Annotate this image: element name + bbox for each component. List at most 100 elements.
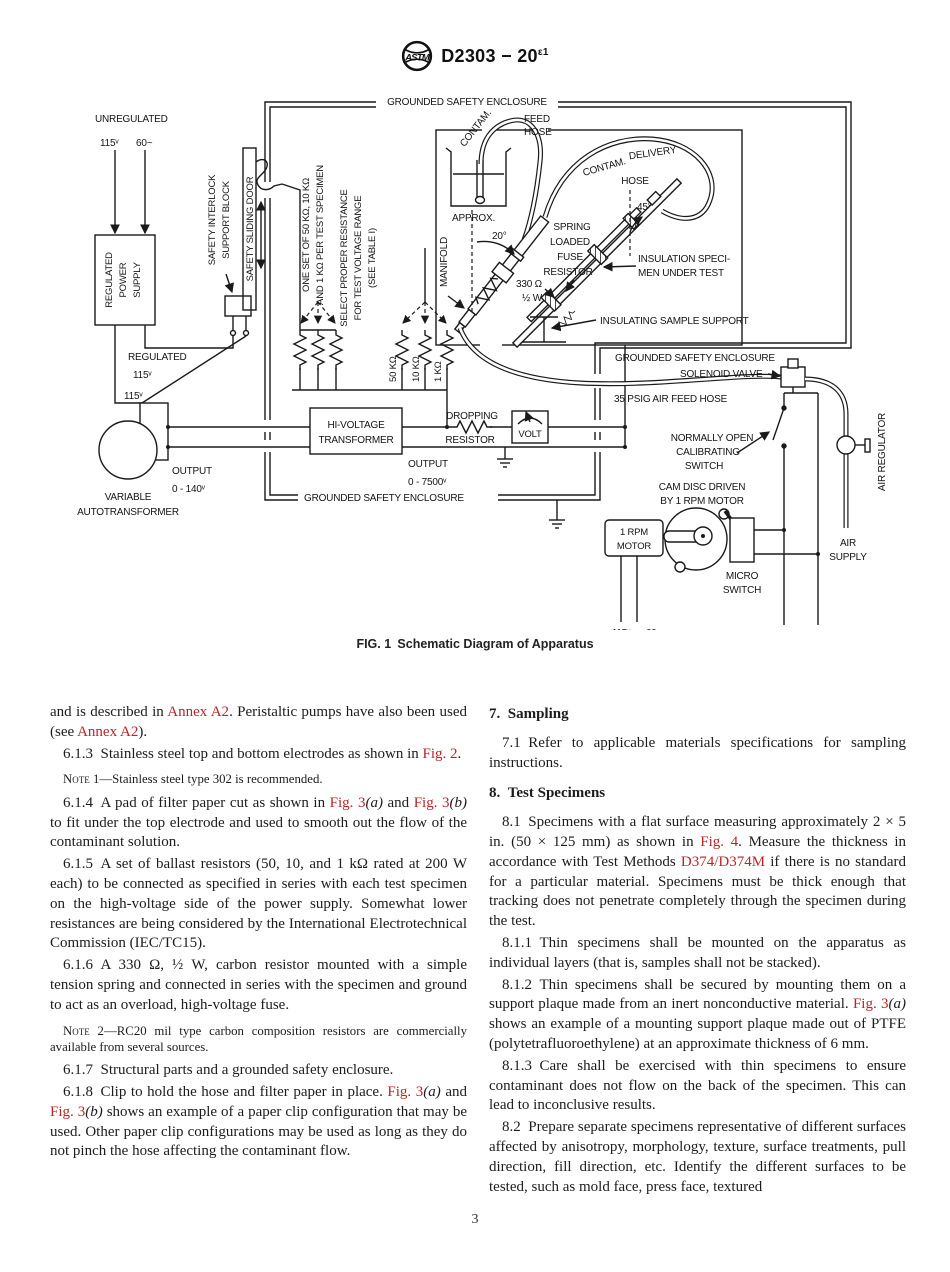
text-segment: 6.1.4 A pad of filter paper cut as shown… [63, 794, 330, 811]
text-segment: 1—Stainless steel type 302 is recommende… [89, 772, 323, 787]
label-unregulated: UNREGULATED [95, 114, 168, 125]
ref-link[interactable]: D374/D374M [680, 853, 766, 870]
ref-link[interactable]: Fig. 3 [387, 1084, 424, 1101]
text-segment: 2—RC20 mil type carbon composition resis… [50, 1023, 467, 1054]
label-regulated: REGULATED [128, 352, 187, 363]
text-segment: (a) [365, 794, 383, 811]
grounded-safety-enclosure-outline [264, 101, 852, 501]
ground-symbol [496, 452, 514, 468]
figure-caption: FIG. 1 Schematic Diagram of Apparatus [356, 637, 594, 651]
ref-link[interactable]: Fig. 4 [700, 833, 739, 850]
paragraph-8-1: 8.1 Specimens with a flat surface measur… [489, 813, 906, 932]
paragraph-6-1-6: 6.1.6 A 330 Ω, ½ W, carbon resistor moun… [50, 956, 467, 1015]
label-air-regulator: AIR REGULATOR [877, 413, 888, 491]
label-output-low: OUTPUT [172, 466, 212, 477]
label-one-set-2: AND 1 KΩ PER TEST SPECIMEN [315, 165, 326, 305]
ground-symbol-enclosure [548, 513, 566, 529]
ref-link[interactable]: Fig. 3 [852, 996, 889, 1013]
label-contam-delivery: CONTAM. [582, 156, 627, 179]
label-calibrating: CALIBRATING [676, 447, 740, 458]
label-10k: 10 KΩ [411, 356, 422, 382]
text-segment: . Measure the thickness in accordance wi… [489, 833, 906, 870]
label-loaded: LOADED [550, 237, 590, 248]
label-1rpm: 1 RPM [620, 527, 648, 538]
text-segment: (a) [423, 1084, 441, 1101]
label-variable: VARIABLE [105, 492, 152, 503]
ref-link[interactable]: Fig. 3 [413, 794, 450, 811]
label-hv-1: HI-VOLTAGE [327, 420, 385, 431]
right-column: 7. Sampling 7.1 Refer to applicable mate… [489, 703, 906, 1199]
contaminant-beaker [445, 147, 512, 207]
paragraph-7-1: 7.1 Refer to applicable materials specif… [489, 734, 906, 774]
ballast-resistor-bank [292, 248, 454, 427]
ref-link[interactable]: Fig. 3 [329, 794, 366, 811]
text-segment: if there is no standard for a particular… [489, 853, 906, 930]
label-motor: MOTOR [617, 541, 652, 552]
label-115v-input: 115ᵛ [100, 138, 119, 149]
label-select-3: (SEE TABLE I) [367, 228, 378, 288]
ref-link[interactable]: Annex A2 [167, 704, 230, 720]
resistor-select-arrows [300, 301, 447, 325]
label-grounded-top: GROUNDED SAFETY ENCLOSURE [387, 97, 547, 108]
text-segment: (b) [449, 794, 468, 811]
note-1: Note 1—Stainless steel type 302 is recom… [50, 771, 467, 787]
label-0-7500: 0 - 7500ᵛ [408, 477, 447, 488]
page-header: ASTM D2303 − 20ε1 [0, 40, 950, 72]
label-delivery: DELIVERY [628, 145, 677, 163]
text-segment: 6.1.3 Stainless steel top and bottom ele… [63, 745, 423, 762]
note-2: Note 2—RC20 mil type carbon composition … [50, 1023, 467, 1056]
label-micro: MICRO [726, 571, 759, 582]
text-segment: 8.1.2 Thin specimens shall be secured by… [489, 976, 906, 1013]
ref-link[interactable]: Annex A2 [77, 723, 139, 740]
label-insulation-specimen-1: INSULATION SPECI- [638, 254, 730, 265]
label-0-140: 0 - 140ᵛ [172, 484, 206, 495]
text-segment: 8.1.3 Care shall be exercised with thin … [489, 1057, 906, 1114]
text-segment: . Peristaltic pumps have also been used … [50, 704, 467, 740]
text-segment: 6.1.5 A set of ballast resistors (50, 10… [50, 856, 467, 952]
label-output-high: OUTPUT [408, 459, 448, 470]
flexible-lead [255, 158, 283, 191]
enclosure-wire-gaps [258, 123, 750, 452]
label-interlock-1: SAFETY INTERLOCK [207, 174, 218, 265]
figure-1: UNREGULATED 115ᵛ 60~ REGULATED POWER SUP… [40, 90, 910, 642]
unregulated-supply: UNREGULATED 115ᵛ 60~ [95, 114, 168, 235]
ref-link[interactable]: Fig. 2 [422, 745, 458, 762]
label-manifold: MANIFOLD [439, 237, 450, 287]
paragraph-6-1-4: 6.1.4 A pad of filter paper cut as shown… [50, 794, 467, 853]
paragraph-6-1-8: 6.1.8 Clip to hold the hose and filter p… [50, 1083, 467, 1162]
text-segment: (a) [888, 996, 907, 1013]
heading-7-sampling: 7. Sampling [489, 706, 569, 722]
label-grounded-bottom: GROUNDED SAFETY ENCLOSURE [304, 493, 464, 504]
text-segment: 6.1.8 Clip to hold the hose and filter p… [63, 1084, 388, 1101]
text-segment: to fit under the top electrode and used … [50, 814, 467, 851]
ref-link[interactable]: Fig. 3 [50, 1103, 86, 1120]
paragraph-6-1-7: 6.1.7 Structural parts and a grounded sa… [50, 1061, 467, 1081]
paragraph-continuation: and is described in Annex A2. Peristalti… [50, 703, 467, 743]
label-1k: 1 KΩ [433, 361, 444, 382]
solenoid-valve [780, 358, 806, 388]
inner-test-enclosure [435, 129, 743, 346]
label-dropping: DROPPING [446, 411, 498, 422]
label-50k: 50 KΩ [388, 356, 399, 382]
label-micro-switch: SWITCH [723, 585, 761, 596]
paragraph-8-2: 8.2 Prepare separate specimens represent… [489, 1118, 906, 1197]
label-60hz-input: 60~ [136, 138, 153, 149]
air-supply-pipe [804, 376, 849, 528]
text-segment: 6.1.7 Structural parts and a grounded sa… [63, 1062, 394, 1079]
regulated-power-supply: REGULATED POWER SUPPLY REGULATED 115ᵛ [94, 234, 250, 404]
label-select-1: SELECT PROPER RESISTANCE [339, 189, 350, 326]
text-segment: . [457, 745, 462, 762]
label-insulation-specimen-2: MEN UNDER TEST [638, 268, 724, 279]
astm-logo: ASTM [402, 40, 433, 72]
text-segment: 8.1.1 Thin specimens shall be mounted on… [489, 934, 906, 971]
label-air: AIR [840, 538, 856, 549]
text-segment: and is described in [50, 704, 168, 720]
label-air-supply: SUPPLY [829, 552, 867, 563]
label-delivery-hose: HOSE [621, 176, 649, 187]
paragraph-6-1-5: 6.1.5 A set of ballast resistors (50, 10… [50, 855, 467, 954]
label-half-watt: ½ W [522, 293, 543, 304]
text-segment: 8.2 Prepare separate specimens represent… [489, 1119, 906, 1195]
label-approx: APPROX. [452, 213, 495, 224]
page-number: 3 [471, 1212, 479, 1227]
